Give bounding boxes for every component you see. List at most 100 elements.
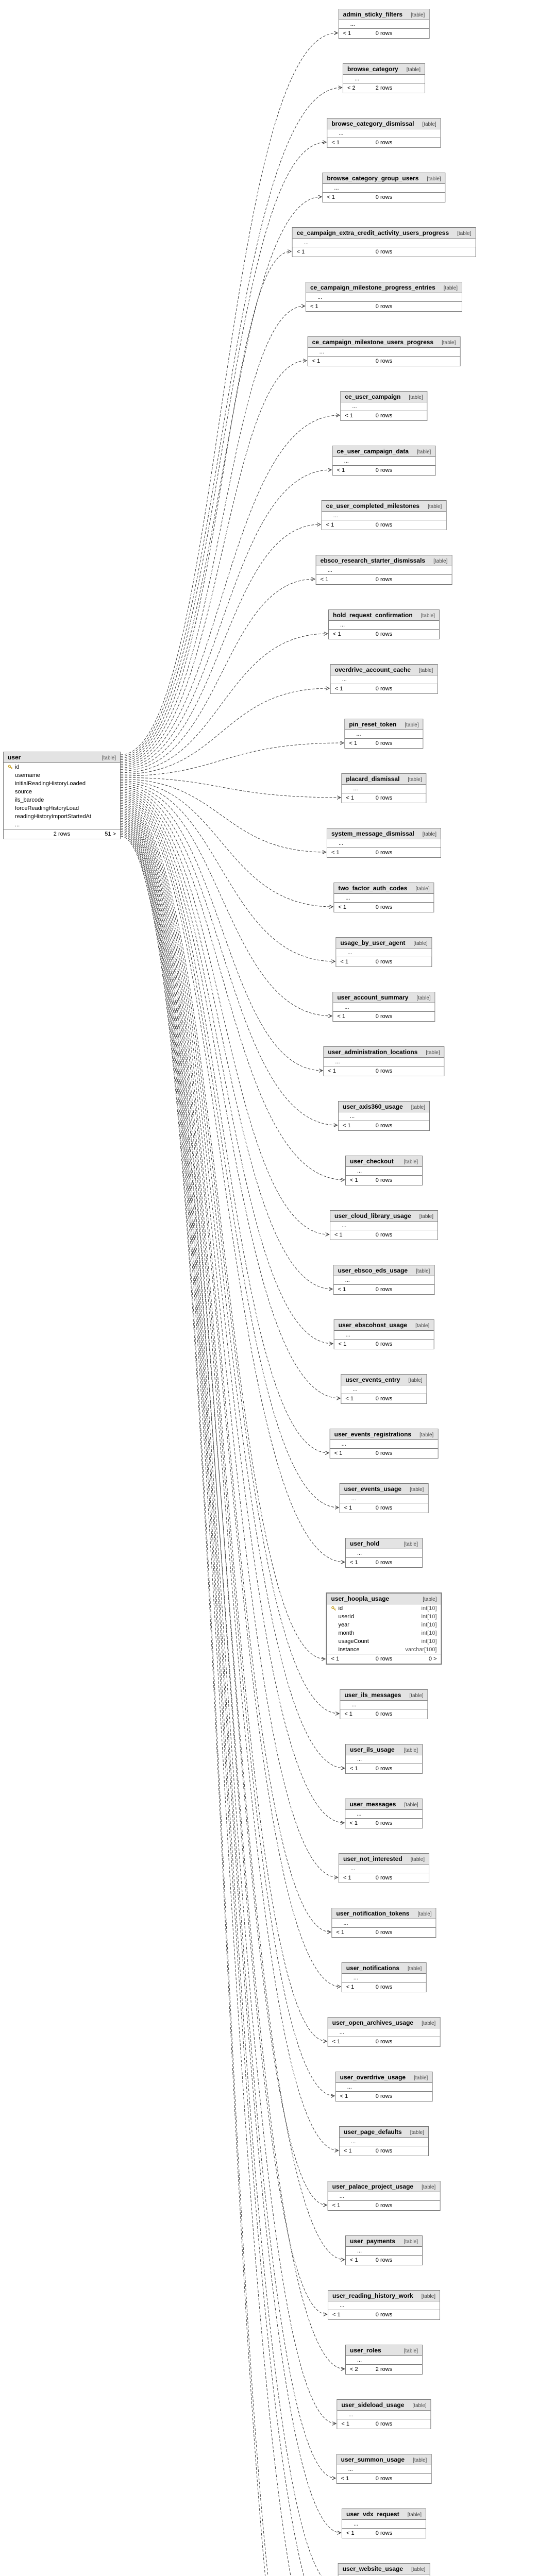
table-name[interactable]: user_not_interested xyxy=(343,1855,402,1862)
table-name[interactable]: user_events_registrations xyxy=(334,1431,412,1438)
table-name[interactable]: user_administration_locations xyxy=(328,1048,418,1056)
table-name[interactable]: user_ebscohost_usage xyxy=(338,1321,408,1329)
table-tag: [table] xyxy=(419,1214,433,1219)
table-name[interactable]: user_ils_usage xyxy=(350,1746,395,1753)
table-ce_campaign_extra_credit_activity_users_progress[interactable]: ce_campaign_extra_credit_activity_users_… xyxy=(292,227,476,257)
table-name[interactable]: ce_user_campaign_data xyxy=(337,448,409,455)
table-name[interactable]: user_messages xyxy=(349,1801,396,1808)
table-ce_user_completed_milestones[interactable]: ce_user_completed_milestones[table]...< … xyxy=(321,500,447,530)
table-name[interactable]: user_overdrive_usage xyxy=(340,2074,406,2081)
table-name[interactable]: user_cloud_library_usage xyxy=(334,1212,411,1219)
table-name[interactable]: pin_reset_token xyxy=(349,721,397,728)
table-name[interactable]: user_sideload_usage xyxy=(341,2401,405,2409)
table-name[interactable]: two_factor_auth_codes xyxy=(338,885,408,892)
table-name[interactable]: user_hoopla_usage xyxy=(331,1595,390,1602)
table-name[interactable]: admin_sticky_filters xyxy=(343,11,403,18)
table-ce_campaign_milestone_users_progress[interactable]: ce_campaign_milestone_users_progress[tab… xyxy=(307,336,461,366)
table-name[interactable]: ce_user_completed_milestones xyxy=(326,502,420,510)
table-name[interactable]: user_checkout xyxy=(350,1158,394,1165)
table-name[interactable]: ce_user_campaign xyxy=(345,393,401,400)
table-browse_category_group_users[interactable]: browse_category_group_users[table]...< 1… xyxy=(322,173,446,202)
table-name[interactable]: user_notifications xyxy=(346,1964,400,1972)
table-name[interactable]: user_summon_usage xyxy=(341,2456,405,2463)
table-name[interactable]: user_page_defaults xyxy=(344,2128,402,2136)
table-user_website_usage[interactable]: user_website_usage[table]...< 10 rows xyxy=(338,2563,430,2576)
table-name[interactable]: user_palace_project_usage xyxy=(332,2183,414,2190)
table-name[interactable]: ce_campaign_extra_credit_activity_users_… xyxy=(296,229,449,236)
table-name[interactable]: user_open_archives_usage xyxy=(332,2019,414,2026)
table-name[interactable]: user_notification_tokens xyxy=(336,1910,410,1917)
table-name[interactable]: browse_category xyxy=(347,65,398,73)
table-name[interactable]: user_account_summary xyxy=(337,994,409,1001)
table-name[interactable]: user_vdx_request xyxy=(346,2511,399,2518)
table-name[interactable]: placard_dismissal xyxy=(346,775,400,783)
table-name[interactable]: ebsco_research_starter_dismissals xyxy=(320,557,426,564)
table-user_administration_locations[interactable]: user_administration_locations[table]...<… xyxy=(323,1046,445,1076)
table-name[interactable]: user_ils_messages xyxy=(344,1691,401,1699)
table-name[interactable]: user_reading_history_work xyxy=(332,2292,413,2299)
table-name[interactable]: user_ebsco_eds_usage xyxy=(338,1267,408,1274)
table-name[interactable]: user_website_usage xyxy=(342,2565,404,2572)
table-name[interactable]: system_message_dismissal xyxy=(331,830,414,837)
table-name[interactable]: hold_request_confirmation xyxy=(333,612,413,619)
table-name[interactable]: ce_campaign_milestone_users_progress xyxy=(312,338,434,346)
table-name[interactable]: user_roles xyxy=(350,2347,381,2354)
relationship-edge xyxy=(120,781,333,907)
table-name[interactable]: ce_campaign_milestone_progress_entries xyxy=(310,284,435,291)
elided-columns-row: ... xyxy=(330,1222,438,1230)
table-name[interactable]: browse_category_dismissal xyxy=(331,120,414,127)
table-name[interactable]: user_events_usage xyxy=(344,1485,402,1493)
table-name[interactable]: user xyxy=(8,754,21,761)
table-name[interactable]: user_hold xyxy=(350,1540,380,1547)
table-name[interactable]: browse_category_group_users xyxy=(327,175,419,182)
table-ce_campaign_milestone_progress_entries[interactable]: ce_campaign_milestone_progress_entries[t… xyxy=(305,282,463,312)
children-count xyxy=(436,577,447,583)
table-name[interactable]: user_payments xyxy=(350,2238,396,2245)
table-name[interactable]: overdrive_account_cache xyxy=(334,666,411,673)
table-name[interactable]: usage_by_user_agent xyxy=(340,939,406,946)
table-name[interactable]: user_events_entry xyxy=(345,1376,400,1383)
table-ebsco_research_starter_dismissals[interactable]: ebsco_research_starter_dismissals[table]… xyxy=(315,555,452,585)
table-name[interactable]: user_axis360_usage xyxy=(342,1103,403,1110)
